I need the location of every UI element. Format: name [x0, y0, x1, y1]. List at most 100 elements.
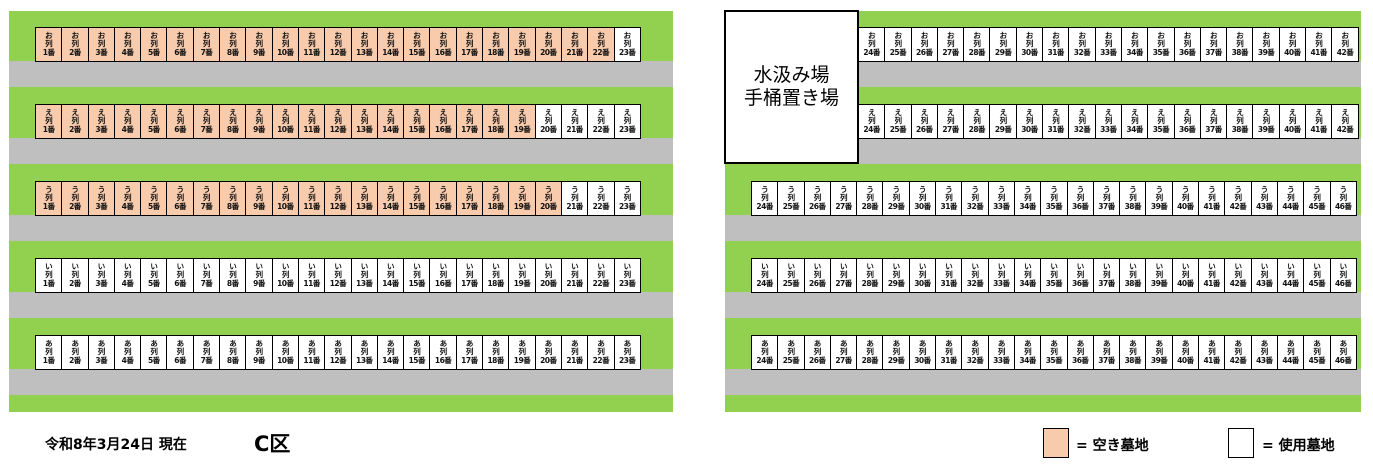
plot-cell[interactable]: い列12番	[325, 259, 352, 293]
plot-cell[interactable]: あ列39番	[1146, 336, 1173, 370]
plot-cell[interactable]: お列36番	[1174, 28, 1201, 62]
plot-cell[interactable]: う列31番	[936, 182, 963, 216]
plot-cell[interactable]: い列21番	[561, 259, 589, 293]
plot-cell[interactable]: あ列45番	[1304, 336, 1331, 370]
plot-cell[interactable]: え列18番	[483, 105, 510, 139]
plot-cell[interactable]: あ列20番	[535, 336, 562, 370]
plot-cell[interactable]: え列17番	[456, 105, 484, 139]
plot-cell[interactable]: う列1番	[36, 182, 63, 216]
plot-cell[interactable]: い列3番	[88, 259, 115, 293]
plot-cell[interactable]: お列9番	[246, 28, 273, 62]
plot-cell[interactable]: い列32番	[962, 259, 989, 293]
plot-cell[interactable]: い列24番	[752, 259, 779, 293]
plot-cell[interactable]: え列5番	[141, 105, 168, 139]
plot-cell[interactable]: お列38番	[1227, 28, 1254, 62]
plot-cell[interactable]: お列18番	[483, 28, 510, 62]
plot-cell[interactable]: お列10番	[272, 28, 299, 62]
plot-cell[interactable]: い列27番	[830, 259, 858, 293]
plot-cell[interactable]: い列2番	[62, 259, 89, 293]
plot-cell[interactable]: う列8番	[220, 182, 247, 216]
plot-cell[interactable]: あ列29番	[883, 336, 910, 370]
plot-cell[interactable]: え列20番	[535, 105, 562, 139]
plot-cell[interactable]: お列6番	[167, 28, 194, 62]
plot-cell[interactable]: う列29番	[883, 182, 910, 216]
plot-cell[interactable]: い列14番	[377, 259, 405, 293]
plot-cell[interactable]: え列15番	[404, 105, 431, 139]
plot-cell[interactable]: あ列16番	[430, 336, 457, 370]
plot-cell[interactable]: お列31番	[1043, 28, 1070, 62]
plot-cell[interactable]: あ列34番	[1014, 336, 1042, 370]
plot-cell[interactable]: い列42番	[1225, 259, 1252, 293]
plot-cell[interactable]: う列44番	[1277, 182, 1305, 216]
plot-cell[interactable]: あ列12番	[325, 336, 352, 370]
plot-cell[interactable]: え列34番	[1121, 105, 1149, 139]
plot-cell[interactable]: お列33番	[1095, 28, 1122, 62]
plot-cell[interactable]: う列25番	[778, 182, 805, 216]
plot-cell[interactable]: え列25番	[885, 105, 912, 139]
plot-cell[interactable]: お列24番	[859, 28, 886, 62]
plot-cell[interactable]: い列40番	[1172, 259, 1200, 293]
plot-cell[interactable]: う列37番	[1093, 182, 1121, 216]
plot-cell[interactable]: あ列1番	[36, 336, 63, 370]
plot-cell[interactable]: う列4番	[114, 182, 142, 216]
plot-cell[interactable]: あ列3番	[88, 336, 115, 370]
plot-cell[interactable]: い列35番	[1041, 259, 1068, 293]
plot-cell[interactable]: あ列46番	[1330, 336, 1357, 370]
plot-cell[interactable]: う列30番	[909, 182, 937, 216]
plot-cell[interactable]: お列15番	[404, 28, 431, 62]
plot-cell[interactable]: え列8番	[220, 105, 247, 139]
plot-cell[interactable]: い列44番	[1277, 259, 1305, 293]
plot-cell[interactable]: え列9番	[246, 105, 273, 139]
plot-cell[interactable]: い列39番	[1146, 259, 1173, 293]
plot-cell[interactable]: い列7番	[193, 259, 221, 293]
plot-cell[interactable]: う列42番	[1225, 182, 1252, 216]
plot-cell[interactable]: お列30番	[1016, 28, 1044, 62]
plot-cell[interactable]: あ列17番	[456, 336, 484, 370]
plot-cell[interactable]: う列34番	[1014, 182, 1042, 216]
plot-cell[interactable]: う列9番	[246, 182, 273, 216]
plot-cell[interactable]: お列29番	[990, 28, 1017, 62]
plot-cell[interactable]: う列36番	[1067, 182, 1094, 216]
plot-cell[interactable]: お列23番	[614, 28, 641, 62]
plot-cell[interactable]: あ列43番	[1251, 336, 1278, 370]
plot-cell[interactable]: お列41番	[1306, 28, 1333, 62]
plot-cell[interactable]: え列24番	[859, 105, 886, 139]
plot-cell[interactable]: あ列9番	[246, 336, 273, 370]
plot-cell[interactable]: う列45番	[1304, 182, 1331, 216]
plot-cell[interactable]: い列20番	[535, 259, 562, 293]
plot-cell[interactable]: う列33番	[988, 182, 1015, 216]
plot-cell[interactable]: え列12番	[325, 105, 352, 139]
plot-cell[interactable]: お列22番	[588, 28, 615, 62]
plot-cell[interactable]: い列46番	[1330, 259, 1357, 293]
plot-cell[interactable]: え列37番	[1200, 105, 1228, 139]
plot-cell[interactable]: い列16番	[430, 259, 457, 293]
plot-cell[interactable]: う列22番	[588, 182, 615, 216]
plot-cell[interactable]: う列15番	[404, 182, 431, 216]
plot-cell[interactable]: う列10番	[272, 182, 299, 216]
plot-cell[interactable]: う列21番	[561, 182, 589, 216]
plot-cell[interactable]: お列26番	[911, 28, 938, 62]
plot-cell[interactable]: い列31番	[936, 259, 963, 293]
plot-cell[interactable]: い列25番	[778, 259, 805, 293]
plot-cell[interactable]: あ列11番	[298, 336, 326, 370]
plot-cell[interactable]: お列28番	[964, 28, 991, 62]
plot-cell[interactable]: い列26番	[804, 259, 831, 293]
plot-cell[interactable]: う列20番	[535, 182, 562, 216]
plot-cell[interactable]: う列46番	[1330, 182, 1357, 216]
plot-cell[interactable]: い列11番	[298, 259, 326, 293]
plot-cell[interactable]: う列2番	[62, 182, 89, 216]
plot-cell[interactable]: お列7番	[193, 28, 221, 62]
plot-cell[interactable]: あ列21番	[561, 336, 589, 370]
plot-cell[interactable]: え列13番	[351, 105, 378, 139]
plot-cell[interactable]: あ列4番	[114, 336, 142, 370]
plot-cell[interactable]: お列12番	[325, 28, 352, 62]
plot-cell[interactable]: う列3番	[88, 182, 115, 216]
plot-cell[interactable]: お列34番	[1121, 28, 1149, 62]
plot-cell[interactable]: え列40番	[1279, 105, 1307, 139]
plot-cell[interactable]: お列8番	[220, 28, 247, 62]
plot-cell[interactable]: え列22番	[588, 105, 615, 139]
plot-cell[interactable]: あ列40番	[1172, 336, 1200, 370]
plot-cell[interactable]: お列5番	[141, 28, 168, 62]
plot-cell[interactable]: う列43番	[1251, 182, 1278, 216]
plot-cell[interactable]: あ列8番	[220, 336, 247, 370]
